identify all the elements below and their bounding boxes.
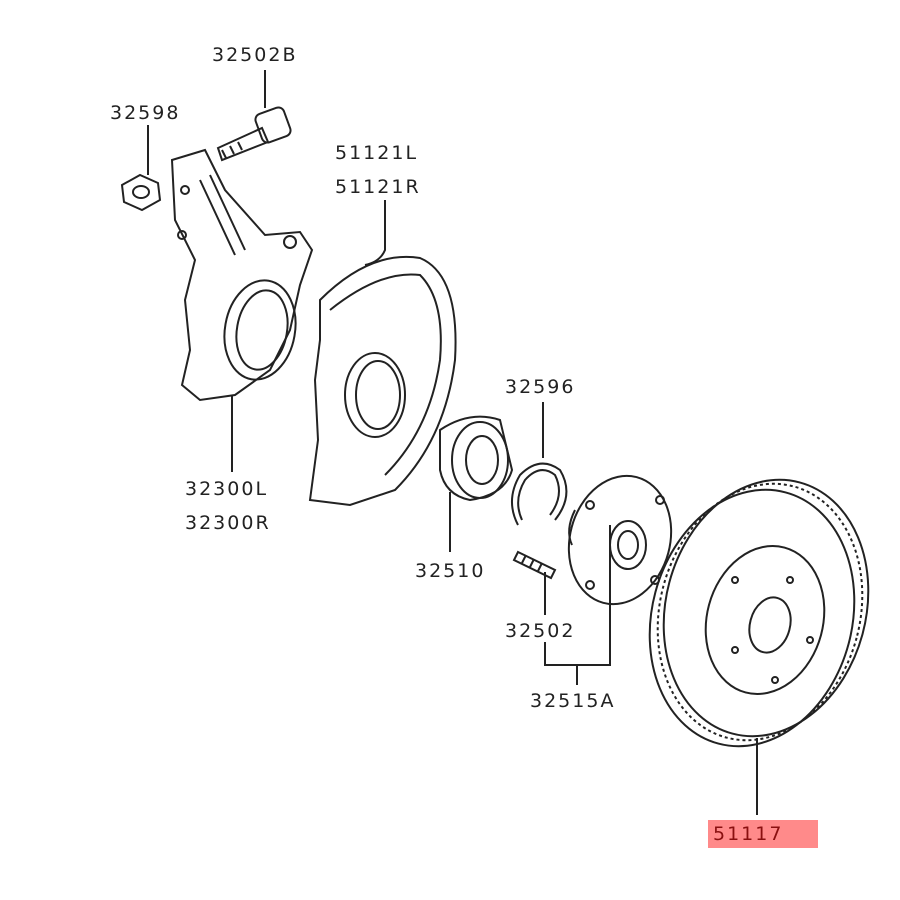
nut-drawing	[120, 173, 162, 212]
dust-shield-drawing	[308, 256, 457, 507]
label-32515a[interactable]: 32515A	[530, 690, 616, 712]
label-32510[interactable]: 32510	[415, 560, 486, 582]
label-51121l[interactable]: 51121L	[335, 142, 419, 164]
label-32300l[interactable]: 32300L	[185, 478, 269, 500]
bolt-drawing	[216, 106, 292, 162]
label-32300r[interactable]: 32300R	[185, 512, 271, 534]
brake-disc-drawing	[648, 478, 870, 748]
knuckle-drawing	[170, 148, 314, 402]
highlight-box	[708, 820, 818, 848]
hub-drawing	[567, 474, 673, 606]
label-32502[interactable]: 32502	[505, 620, 576, 642]
snap-ring-drawing	[511, 462, 568, 526]
hub-bolt-drawing	[512, 550, 557, 580]
label-51117[interactable]: 51117	[713, 823, 784, 845]
leader-lines	[147, 70, 758, 815]
label-32598[interactable]: 32598	[110, 102, 181, 124]
label-32502b[interactable]: 32502B	[212, 44, 298, 66]
label-32596[interactable]: 32596	[505, 376, 576, 398]
bearing-drawing	[439, 415, 514, 502]
label-51121r[interactable]: 51121R	[335, 176, 421, 198]
